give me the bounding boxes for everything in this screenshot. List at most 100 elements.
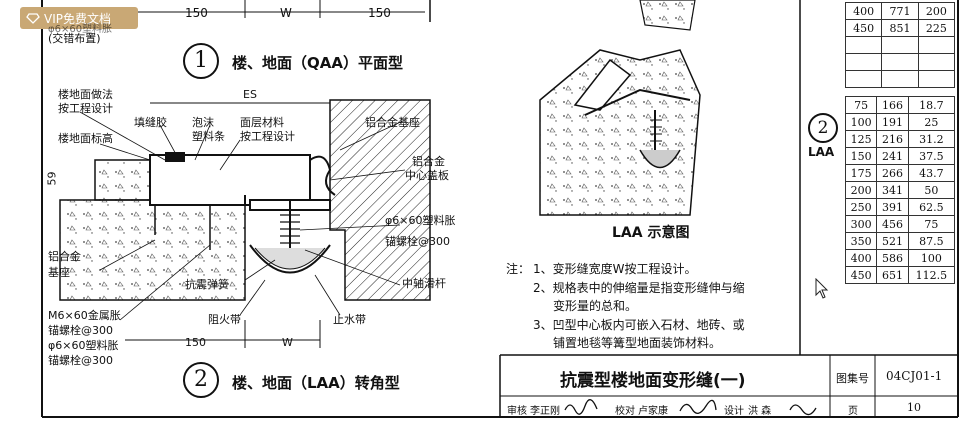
- table-cell: 175: [844, 164, 878, 182]
- label-phi-2: 锚螺栓@300: [48, 354, 113, 367]
- table-cell: 150: [844, 147, 878, 165]
- label-plastic-strip: 塑料条: [192, 130, 225, 143]
- table-cell: 266: [876, 164, 909, 182]
- table-row: [844, 36, 956, 54]
- diamond-icon: [26, 13, 40, 24]
- table-cell: 166: [876, 96, 909, 114]
- table-cell: 241: [876, 147, 909, 165]
- checker-name: 卢家康: [638, 406, 668, 417]
- table-cell: 586: [876, 249, 909, 267]
- label-per-design: 按工程设计: [58, 102, 113, 115]
- table-cell: 300: [844, 215, 878, 233]
- label-m6-1: M6×60金属胀: [48, 309, 121, 322]
- table-cell: 391: [876, 198, 909, 216]
- label-bottom-w: W: [282, 336, 293, 349]
- table-cell: 350: [844, 232, 878, 250]
- label-slide-bar: 中轴滑杆: [402, 277, 446, 290]
- legend-note-2: (交错布置): [48, 32, 101, 45]
- label-floor-method: 楼地面做法: [58, 88, 113, 101]
- label-water-belt: 止水带: [333, 313, 366, 326]
- note-2-cont: 变形量的总和。: [553, 299, 638, 313]
- table-cell: 50: [907, 181, 956, 199]
- table-row: 450 851 225: [844, 19, 956, 37]
- spec-table-top: 400 771 200 450 851 225: [844, 2, 956, 88]
- table-cell: 62.5: [907, 198, 956, 216]
- table-cell: 100: [844, 113, 878, 131]
- label-floor-elev: 楼地面标高: [58, 132, 113, 145]
- table-cell: 37.5: [907, 147, 956, 165]
- table-row: [844, 53, 956, 71]
- vip-badge[interactable]: VIP免费文档: [20, 7, 138, 29]
- table-cell: 851: [881, 19, 919, 37]
- laa-marker-circle: 2: [808, 113, 838, 143]
- schematic-caption: LAA 示意图: [612, 225, 690, 241]
- atlas-label: 图集号: [836, 372, 869, 385]
- label-surface-per-design: 按工程设计: [240, 130, 295, 143]
- label-foam: 泡沫: [192, 116, 214, 129]
- table-cell: 400: [844, 2, 883, 20]
- note-1: 1、变形缝宽度W按工程设计。: [533, 262, 697, 276]
- table-cell: 771: [881, 2, 919, 20]
- review-label: 审核: [507, 406, 527, 417]
- notes-head: 注：: [506, 262, 531, 276]
- table-cell: 125: [844, 130, 878, 148]
- table-cell: 200: [917, 2, 956, 20]
- table-cell: 100: [907, 249, 956, 267]
- plan-number-circle: 1: [183, 43, 219, 79]
- label-filler: 填缝胶: [134, 116, 167, 129]
- legend-note-1: φ6×60塑料胀: [48, 24, 113, 35]
- table-cell: 400: [844, 249, 878, 267]
- table-cell: 200: [844, 181, 878, 199]
- table-cell: 75: [907, 215, 956, 233]
- corner-title: 楼、地面（LAA）转角型: [232, 374, 400, 392]
- table-cell: 18.7: [907, 96, 956, 114]
- table-cell: 250: [844, 198, 878, 216]
- plan-title: 楼、地面（QAA）平面型: [232, 54, 403, 72]
- dim-top-right: 150: [368, 6, 391, 20]
- dim-top-left: 150: [185, 6, 208, 20]
- table-row: [844, 70, 956, 88]
- designer-name: 洪 森: [748, 406, 772, 417]
- table-cell: 456: [876, 215, 909, 233]
- check-label: 校对: [615, 406, 635, 417]
- laa-label: LAA: [808, 145, 835, 159]
- table-cell: 191: [876, 113, 909, 131]
- table-cell: 450: [844, 19, 883, 37]
- dim-top-mid: W: [280, 6, 292, 20]
- table-cell: 31.2: [907, 130, 956, 148]
- table-cell: 521: [876, 232, 909, 250]
- reviewer-name: 李正刚: [530, 406, 560, 417]
- note-2: 2、规格表中的伸缩量是指变形缝伸与缩: [533, 281, 745, 295]
- table-cell: 43.7: [907, 164, 956, 182]
- label-dim-59: 59: [45, 171, 59, 186]
- table-cell: 87.5: [907, 232, 956, 250]
- label-anchor-r1: φ6×60塑料胀: [385, 214, 456, 227]
- label-al-alloy: 铝合金: [412, 155, 445, 168]
- page-number: 10: [907, 401, 921, 414]
- label-phi-1: φ6×60塑料胀: [48, 339, 119, 352]
- table-cell: 651: [876, 266, 909, 284]
- label-al-base-right: 铝合金基座: [365, 116, 420, 129]
- page-label: 页: [848, 406, 858, 417]
- label-center-plate: 中心盖板: [405, 169, 449, 182]
- note-3-cont: 铺置地毯等篝型地面装饰材料。: [553, 336, 722, 350]
- label-bottom-150: 150: [185, 336, 206, 349]
- table-cell: 450: [844, 266, 878, 284]
- drawing-title: 抗震型楼地面变形缝(一): [560, 371, 746, 391]
- table-cell: 341: [876, 181, 909, 199]
- table-cell: 75: [844, 96, 878, 114]
- table-cell: 112.5: [907, 266, 956, 284]
- label-es: ES: [243, 88, 257, 101]
